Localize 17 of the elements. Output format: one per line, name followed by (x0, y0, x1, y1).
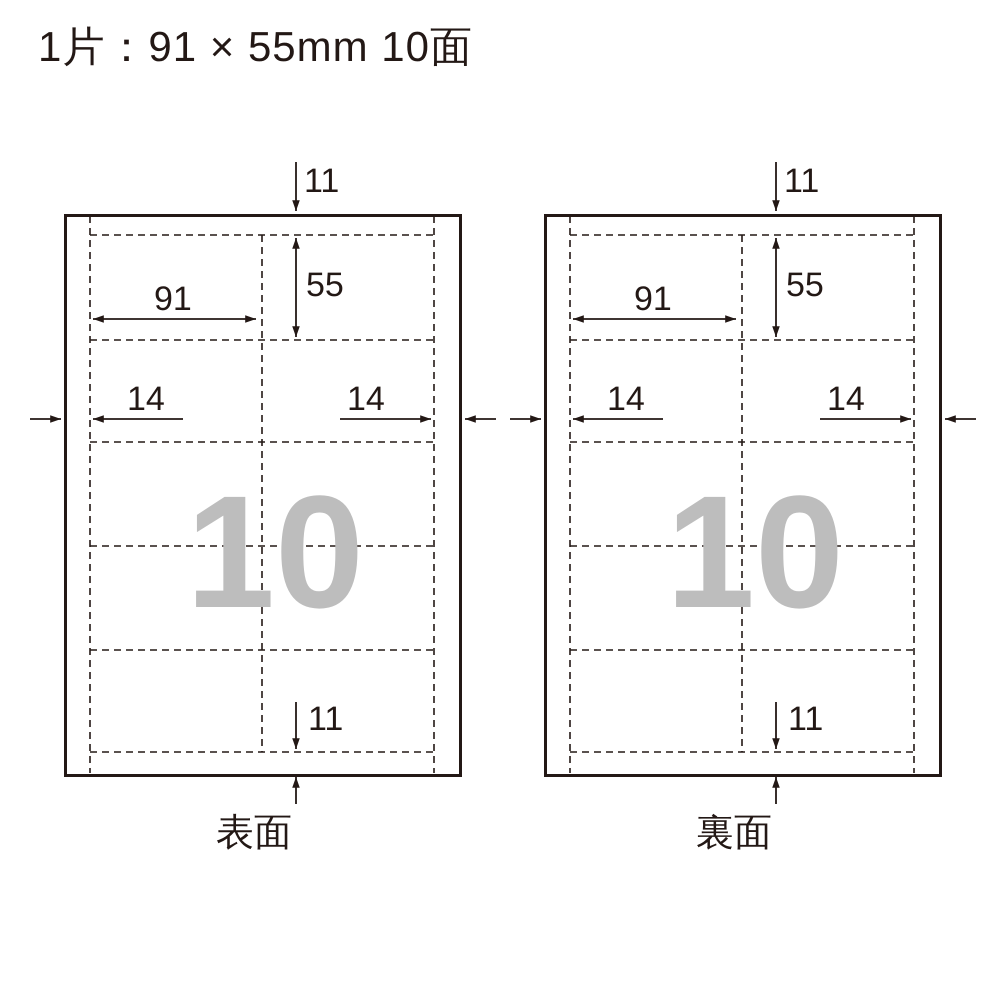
dimension-label: 11 (308, 700, 344, 738)
dimension-label: 11 (788, 700, 824, 738)
sheet-caption: 表面 (216, 811, 292, 855)
dimension-label: 14 (127, 380, 165, 418)
dimension-label: 14 (827, 380, 865, 418)
dimension-label: 55 (786, 266, 824, 304)
sheet-count: 10 (186, 472, 364, 632)
sheet-count: 10 (666, 472, 844, 632)
dimension-label: 91 (154, 280, 192, 318)
title: 1片：91 × 55mm 10面 (38, 22, 474, 72)
sheet-caption: 裏面 (696, 811, 772, 855)
dimension-label: 91 (634, 280, 672, 318)
dimension-label: 55 (306, 266, 344, 304)
dimension-label: 14 (607, 380, 645, 418)
dimension-label: 11 (304, 162, 340, 200)
dimension-label: 14 (347, 380, 385, 418)
dimension-label: 11 (784, 162, 820, 200)
